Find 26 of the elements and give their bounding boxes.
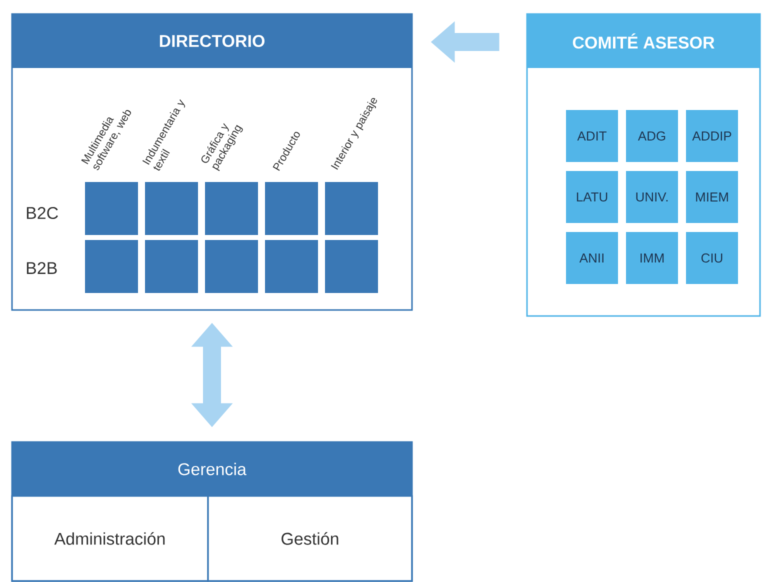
square: ADIT xyxy=(566,110,618,162)
square xyxy=(325,240,378,293)
square: LATU xyxy=(566,171,618,223)
panel-heading: DIRECTORIO xyxy=(160,34,264,48)
square xyxy=(145,182,198,235)
square: ANII xyxy=(566,232,618,284)
square: ADDIP xyxy=(686,110,738,162)
panel-heading: COMITÉ ASESOR xyxy=(572,33,714,49)
square xyxy=(145,240,198,293)
square: IMM xyxy=(626,232,678,284)
section-box: Gestión xyxy=(207,495,413,582)
square: MIEM xyxy=(686,171,738,223)
row-label: B2B xyxy=(26,262,57,274)
row-label: B2C xyxy=(26,206,58,220)
square: ADG xyxy=(626,110,678,162)
square xyxy=(265,182,318,235)
square xyxy=(85,182,138,235)
panel-heading: Gerencia xyxy=(178,462,246,476)
square xyxy=(205,182,258,235)
square xyxy=(325,182,378,235)
square xyxy=(205,240,258,293)
section-box: Administración xyxy=(11,495,209,582)
square xyxy=(265,240,318,293)
square xyxy=(85,240,138,293)
square: CIU xyxy=(686,232,738,284)
square: UNIV. xyxy=(626,171,678,223)
